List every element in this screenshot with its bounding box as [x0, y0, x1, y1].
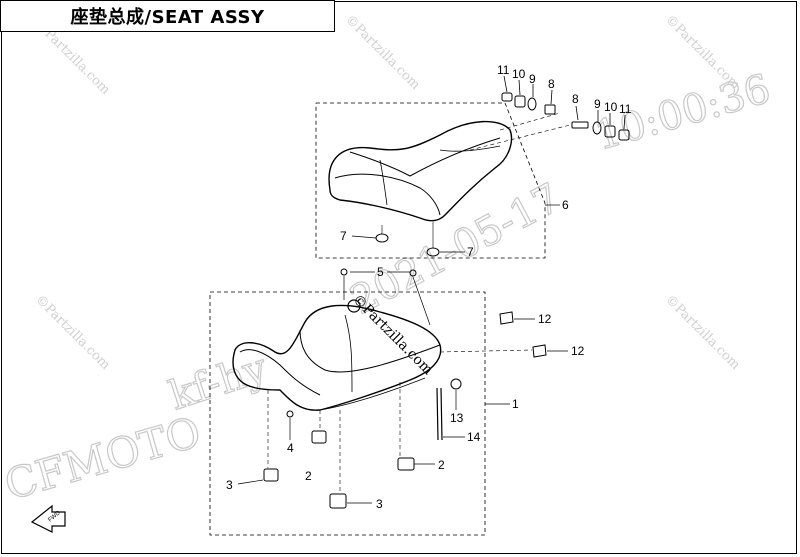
rear-seat-outline [328, 120, 513, 222]
watermark-site-4: ©Partzilla.com [32, 292, 113, 373]
callout-layer: 1 2 2 3 3 4 5 6 7 7 8 8 9 9 10 10 11 11 … [226, 63, 632, 511]
hardware-left-stack [501, 75, 556, 115]
front-seat-outline [232, 304, 442, 411]
callout-4: 4 [287, 441, 294, 455]
callout-8-left: 8 [548, 77, 555, 91]
rear-seat-group [315, 102, 571, 259]
callout-11-left: 11 [497, 63, 510, 77]
callout-6: 6 [562, 198, 569, 212]
watermark-date: 2021-05-17 [343, 175, 568, 324]
diagram-title-box: 座垫总成/SEAT ASSY [0, 0, 335, 32]
callout-9-right: 9 [594, 97, 601, 111]
callout-12-lower: 12 [571, 344, 585, 358]
diagram-title: 座垫总成/SEAT ASSY [70, 7, 265, 28]
callout-12-upper: 12 [538, 312, 552, 326]
callout-3-left: 3 [226, 478, 233, 492]
callout-10-left: 10 [512, 67, 526, 81]
front-seat-group [209, 268, 547, 536]
callout-8-right: 8 [572, 92, 579, 106]
callout-2-right: 2 [438, 458, 445, 472]
watermark-layer: 10:00:36 2021-05-17 kf-hy CFMOTO ©Partzi… [0, 12, 776, 510]
callout-1: 1 [512, 397, 519, 411]
callout-2-upper: 2 [305, 469, 312, 483]
watermark-site-5: ©Partzilla.com [662, 292, 743, 373]
callout-7-right: 7 [467, 245, 474, 259]
forward-arrow-icon: FWD [30, 504, 66, 533]
watermark-site-2: ©Partzilla.com [342, 12, 423, 93]
callout-10-right: 10 [604, 100, 618, 114]
hardware-right-stack [571, 105, 630, 141]
callout-11-right: 11 [619, 102, 632, 116]
callout-3-bottom: 3 [376, 497, 383, 511]
watermark-user: kf-hy [164, 345, 273, 420]
watermark-timestamp: 10:00:36 [590, 66, 775, 160]
callout-7-left: 7 [340, 229, 347, 243]
rubber-bumper-left [375, 233, 389, 243]
callout-13: 13 [450, 411, 464, 425]
leader-lines [237, 271, 568, 504]
watermark-brand: CFMOTO [0, 407, 206, 510]
callout-9-left: 9 [529, 72, 536, 86]
callout-5: 5 [377, 265, 384, 279]
callout-14: 14 [467, 430, 481, 444]
watermark-site-3: ©Partzilla.com [662, 12, 743, 93]
